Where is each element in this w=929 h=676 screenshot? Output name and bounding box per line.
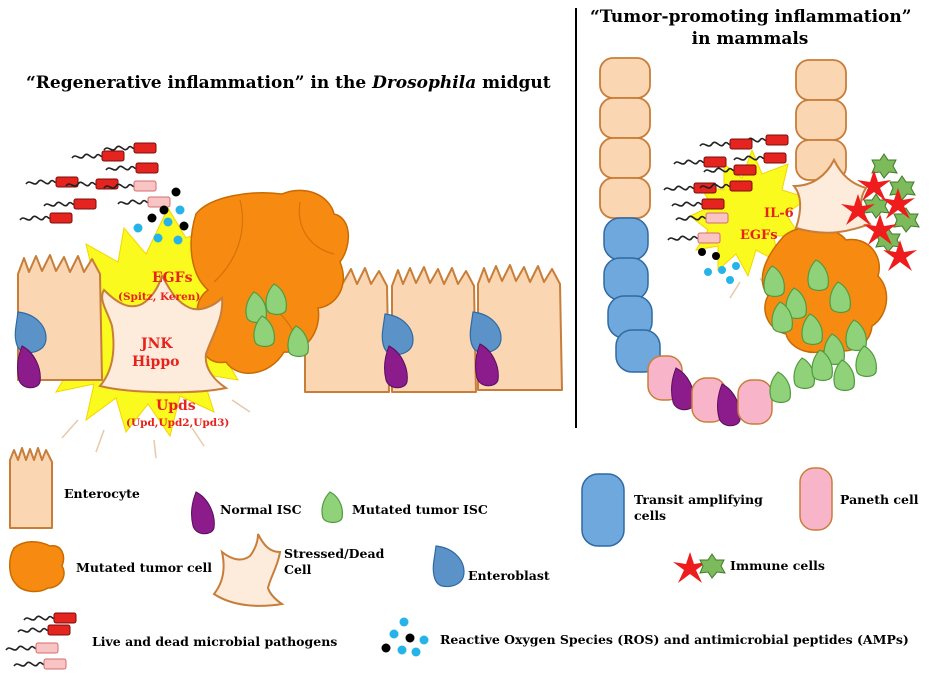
pathogen-live (105, 162, 159, 174)
legend-tumor-isc-icon (321, 491, 343, 524)
transit-amplifying-cell (603, 257, 649, 301)
legend-mutated-tumor-cell: Mutated tumor cell (76, 560, 213, 575)
pathogen-dead (667, 232, 721, 244)
colon-enterocyte (795, 99, 847, 141)
legend-icons (5, 447, 833, 670)
pathogen-live (25, 176, 79, 188)
legend-mutated-tumor-isc: Mutated tumor ISC (352, 502, 488, 517)
left-title: “Regenerative inflammation” in the Droso… (26, 72, 551, 94)
normal-isc (671, 367, 695, 411)
pathogen-live (673, 156, 727, 168)
pathogen-live (71, 150, 125, 162)
legend-pathogen-icon (5, 612, 77, 670)
legend-transit-line1: Transit amplifying (634, 492, 763, 507)
colon-enterocyte (599, 57, 651, 99)
legend-paneth-icon (799, 467, 833, 531)
pathogen-live (43, 198, 97, 210)
colon-enterocyte (599, 137, 651, 179)
signal-egfs: EGFs (152, 270, 193, 286)
legend-pathogens: Live and dead microbial pathogens (92, 634, 338, 649)
legend-enterocyte: Enterocyte (64, 486, 140, 501)
normal-isc (717, 383, 741, 427)
right-title: “Tumor-promoting inflammation” in mammal… (590, 6, 912, 50)
legend-stressed-icon (212, 533, 285, 607)
legend-normal-isc-icon (191, 491, 215, 535)
legend-ros-icon (381, 617, 429, 657)
legend-stressed-dead: Stressed/Dead Cell (284, 546, 384, 578)
tumor-cell-mass (190, 189, 350, 374)
paneth-cell (737, 379, 773, 425)
legend-transit-line2: cells (634, 508, 667, 523)
pathogen-live (699, 138, 753, 150)
left-title-prefix: “Regenerative inflammation” in the (26, 73, 373, 93)
legend-transit-amplifying: Transit amplifying cells (634, 492, 763, 524)
legend-immune-green-icon (699, 553, 726, 579)
signal-egfs-detail: (Spitz, Keren) (118, 291, 201, 303)
mammalian-crypt (599, 57, 920, 427)
legend-transit-icon (581, 473, 625, 547)
pathogen-dead (117, 196, 171, 208)
signal-hippo: Hippo (132, 354, 180, 370)
colon-enterocyte (599, 177, 651, 219)
signal-upds: Upds (156, 398, 196, 414)
legend-paneth: Paneth cell (840, 492, 919, 507)
colon-enterocyte (795, 59, 847, 101)
left-title-suffix: midgut (476, 73, 551, 93)
mutated-tumor-isc (793, 357, 815, 390)
mutated-tumor-isc (769, 371, 791, 404)
legend-immune: Immune cells (730, 558, 825, 573)
ros-dots (698, 248, 740, 284)
transit-amplifying-cell (603, 217, 649, 261)
pathogen-live (19, 212, 73, 224)
legend-normal-isc: Normal ISC (220, 502, 302, 517)
legend-stressed-line2: Cell (284, 562, 312, 577)
pathogen-live (671, 198, 725, 210)
signal-jnk: JNK (141, 336, 173, 352)
stressed-dead-cell (98, 273, 229, 394)
right-title-line1: “Tumor-promoting inflammation” (590, 7, 912, 27)
colon-enterocyte (599, 97, 651, 139)
legend-enteroblast: Enteroblast (468, 568, 550, 583)
right-title-line2: in mammals (691, 29, 809, 49)
legend-stressed-line1: Stressed/Dead (284, 546, 385, 561)
signal-upds-detail: (Upd,Upd2,Upd3) (126, 417, 230, 429)
ros-dots (133, 187, 189, 245)
legend-enterocyte-icon (9, 447, 53, 529)
drosophila-midgut (14, 142, 563, 459)
signal-egfs-right: EGFs (740, 228, 778, 243)
legend-ros: Reactive Oxygen Species (ROS) and antimi… (440, 632, 909, 647)
pathogen-live (733, 152, 787, 164)
legend-enteroblast-icon (432, 545, 465, 588)
legend-tumor-cell-icon (9, 541, 65, 593)
left-title-italic: Drosophila (372, 73, 477, 93)
signal-il6: IL-6 (764, 206, 794, 221)
